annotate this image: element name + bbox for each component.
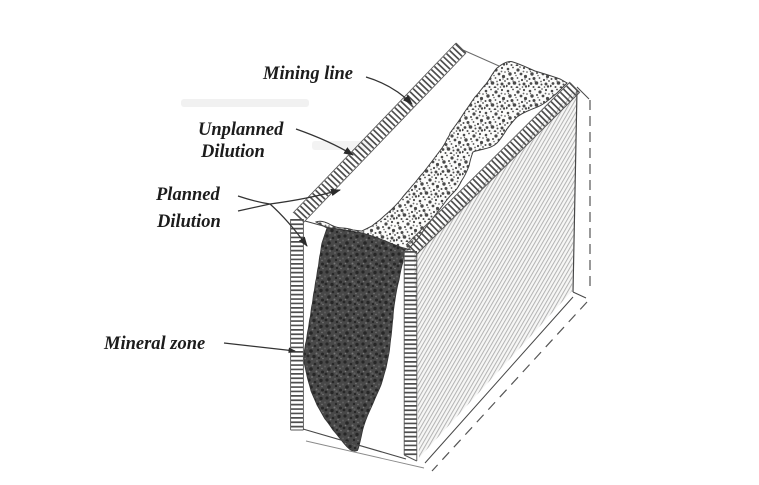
unplanned-dilution-label-line1: Unplanned — [198, 120, 284, 140]
hidden-edge-bottom-dashed — [431, 301, 588, 472]
planned-dilution-label-line2: Dilution — [156, 212, 221, 232]
mining-line-label: Mining line — [262, 64, 353, 84]
mining-line-band-far-upper — [405, 81, 581, 256]
hidden-edge-connector-bottom — [572, 291, 587, 299]
scan-smudge — [312, 141, 372, 150]
bottom-back-edge — [305, 440, 425, 469]
top-end-edge — [462, 49, 500, 67]
front-bottom-edge — [302, 428, 407, 460]
scan-smudge — [181, 99, 309, 107]
unplanned-dilution-label-line2: Dilution — [200, 142, 265, 162]
mineral-zone-ore-body — [303, 227, 406, 452]
mining-line-band-left — [290, 219, 304, 431]
mineral-zone-leader-line — [223, 342, 296, 354]
hidden-back-edges-dashed — [431, 100, 591, 472]
block-outline-edges — [302, 86, 590, 469]
planned-dilution-label-line1: Planned — [155, 185, 220, 205]
planned-dilution-arrow-tails — [237, 195, 271, 212]
mining-line-band-upper — [292, 42, 467, 224]
mining-line-arrow — [365, 76, 413, 105]
side-face-bottom-edge — [424, 296, 574, 464]
unplanned-dilution-arrow — [295, 128, 354, 156]
planned-dilution-arrow-lower — [269, 203, 308, 247]
block-side-face-hatched — [414, 88, 577, 458]
side-face-right-edge — [572, 89, 578, 293]
planned-dilution-arrow-upper — [269, 188, 341, 205]
mineral-zone-label: Mineral zone — [103, 334, 205, 354]
hidden-edge-connector-top — [576, 86, 590, 100]
mining-line-band-middle — [403, 251, 418, 462]
